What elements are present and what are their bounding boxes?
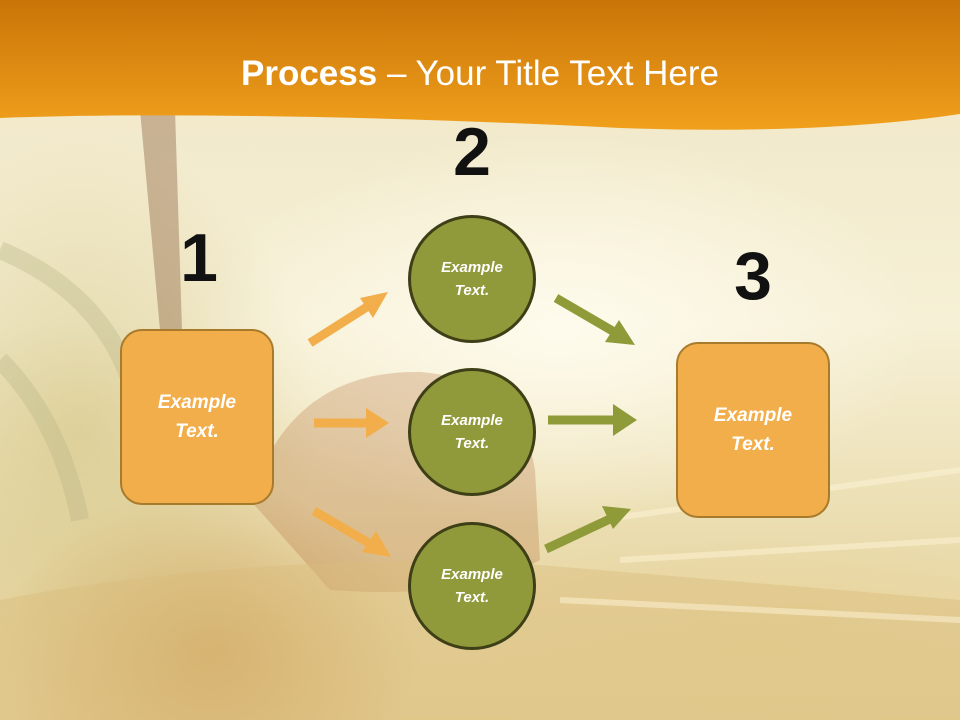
circle-top-text: Example Text. <box>441 259 503 299</box>
circle-bottom-text: Example Text. <box>441 566 503 606</box>
arrow-top-to-3 <box>553 294 635 345</box>
step-3-text: Example Text. <box>713 405 793 455</box>
step-1-text: Example Text. <box>157 392 237 442</box>
step-2-circle-top: Example Text. <box>408 215 536 343</box>
step-1-number: 1 <box>180 220 218 296</box>
step-2-circle-bottom: Example Text. <box>408 522 536 650</box>
arrow-1-to-bottom <box>311 507 391 557</box>
step-1-box: Example Text. <box>120 329 274 505</box>
step-2-circle-middle: Example Text. <box>408 368 536 496</box>
header-banner <box>0 0 960 130</box>
slide-title: Process – Your Title Text Here <box>0 50 960 98</box>
step-3-box: Example Text. <box>676 342 830 518</box>
title-rest: – Your Title Text Here <box>377 54 719 93</box>
title-bold: Process <box>241 54 378 93</box>
step-3-number: 3 <box>734 238 772 314</box>
step-2-number: 2 <box>453 114 491 190</box>
arrow-bottom-to-3 <box>544 506 631 554</box>
circle-middle-text: Example Text. <box>441 412 503 452</box>
arrow-1-to-middle <box>314 408 389 438</box>
arrow-1-to-top <box>307 292 388 347</box>
arrow-middle-to-3 <box>548 404 637 436</box>
